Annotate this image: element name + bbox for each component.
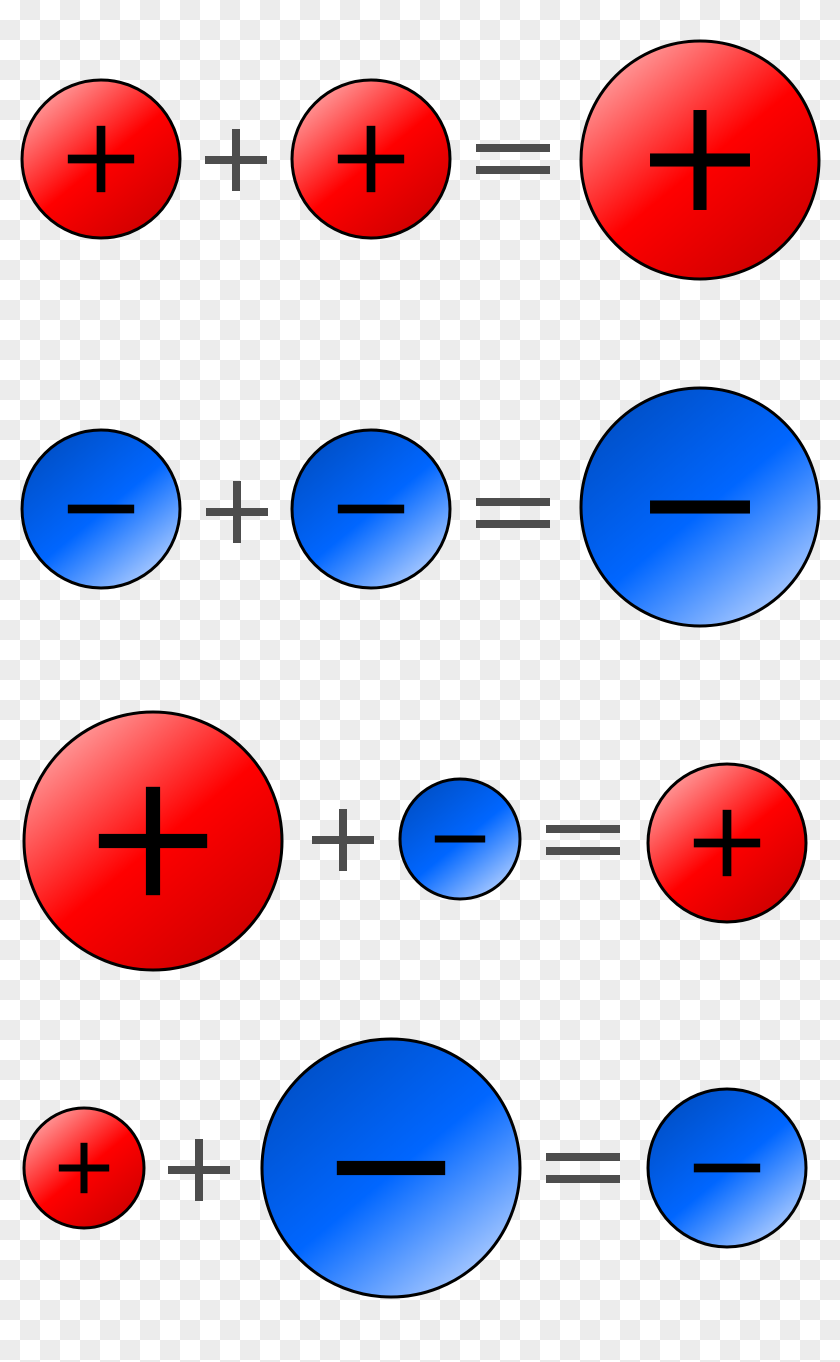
minus-sign-icon xyxy=(434,835,486,843)
equals-operator-icon xyxy=(546,1153,620,1183)
plus-operator-icon xyxy=(168,1139,230,1201)
equation-row xyxy=(22,1037,808,1299)
plus-sign-vertical xyxy=(366,125,376,193)
minus-sign-icon xyxy=(337,504,405,514)
positive-charge xyxy=(646,762,808,924)
negative-charge xyxy=(290,428,452,590)
equation-row xyxy=(20,386,821,628)
negative-charge xyxy=(646,1087,808,1249)
equals-operator-icon xyxy=(546,825,620,855)
plus-operator-icon xyxy=(312,809,374,871)
plus-operator-icon xyxy=(205,129,267,191)
negative-charge xyxy=(20,428,182,590)
negative-charge xyxy=(398,777,522,901)
equation-row xyxy=(20,39,821,281)
negative-charge xyxy=(579,386,821,628)
negative-charge xyxy=(260,1037,522,1299)
plus-operator-icon xyxy=(206,481,268,543)
plus-sign-vertical xyxy=(145,786,161,896)
positive-charge xyxy=(22,1106,146,1230)
positive-charge xyxy=(20,78,182,240)
plus-sign-vertical xyxy=(693,110,707,210)
minus-sign-icon xyxy=(67,504,135,514)
plus-sign-vertical xyxy=(80,1142,88,1194)
minus-sign-icon xyxy=(650,500,750,514)
positive-charge xyxy=(579,39,821,281)
equals-operator-icon xyxy=(476,498,550,528)
plus-sign-vertical xyxy=(96,125,106,193)
equals-operator-icon xyxy=(476,144,550,174)
positive-charge xyxy=(22,710,284,972)
positive-charge xyxy=(290,78,452,240)
minus-sign-icon xyxy=(693,1163,761,1173)
equation-row xyxy=(22,710,808,972)
minus-sign-icon xyxy=(336,1160,446,1176)
plus-sign-vertical xyxy=(722,809,732,877)
